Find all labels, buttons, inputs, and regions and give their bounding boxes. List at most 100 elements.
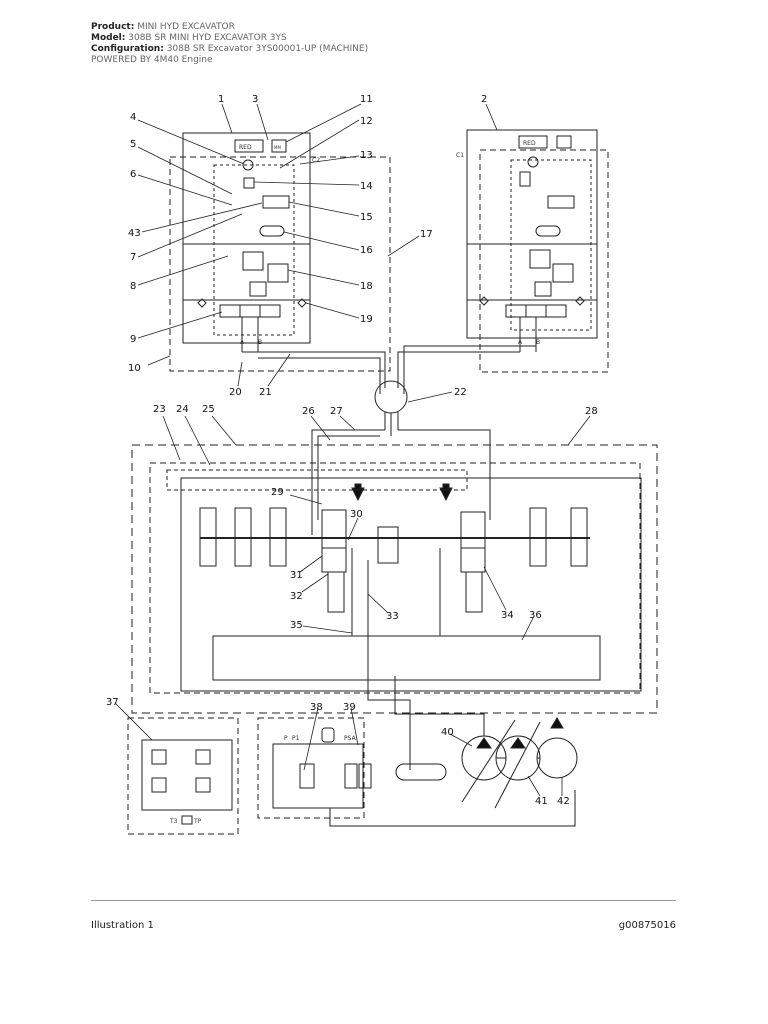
pump-40-variable-arrow xyxy=(461,719,516,803)
label-c2-left: C2 xyxy=(312,157,320,164)
valve-32-body xyxy=(327,571,345,613)
shuttle-valve-left xyxy=(262,195,290,209)
callout-11: 11 xyxy=(360,94,373,105)
label-t3: T3 xyxy=(169,818,178,825)
left-inner-dashed xyxy=(213,164,295,336)
callout-10: 10 xyxy=(128,363,141,374)
pump-supply-line xyxy=(394,676,485,736)
callout-22: 22 xyxy=(454,387,467,398)
line-21 xyxy=(258,357,381,394)
label-p: P xyxy=(284,735,288,742)
line-27 xyxy=(317,435,380,520)
return-line xyxy=(329,790,576,827)
callout-numbers: 1 2 3 4 5 6 7 8 9 10 11 12 13 14 15 16 1… xyxy=(106,94,598,807)
powered-row: POWERED BY 4M40 Engine xyxy=(91,55,368,66)
relief-valve-right xyxy=(534,281,552,297)
main-valve-area xyxy=(131,444,658,770)
right-motor-frame xyxy=(466,129,598,339)
brake-valve-right-b xyxy=(552,263,574,283)
callout-15: 15 xyxy=(360,212,373,223)
valve-39-spool-a xyxy=(344,763,358,789)
valve-38-spool xyxy=(299,763,315,789)
callout-33: 33 xyxy=(386,611,399,622)
configuration-row: Configuration: 308B SR Excavator 3YS0000… xyxy=(91,44,368,55)
pilot-port-box xyxy=(181,815,193,825)
spool-left-c xyxy=(259,304,281,318)
engine-42 xyxy=(536,737,578,779)
label-b-right: B xyxy=(536,339,540,346)
check-valve-left xyxy=(243,177,255,189)
callout-38: 38 xyxy=(310,702,323,713)
model-label: Model: xyxy=(91,33,126,43)
callout-41: 41 xyxy=(535,796,548,807)
valve-29-body xyxy=(321,509,347,549)
product-label: Product: xyxy=(91,22,135,32)
callout-26: 26 xyxy=(302,406,315,417)
orifice-right xyxy=(535,225,561,237)
configuration-label: Configuration: xyxy=(91,44,164,54)
label-p1: P1 xyxy=(292,735,300,742)
callout-21: 21 xyxy=(259,387,272,398)
callout-leaders xyxy=(114,103,591,797)
callout-24: 24 xyxy=(176,404,189,415)
dashed-boundary-39 xyxy=(257,717,365,819)
label-psa: PSA xyxy=(344,735,357,742)
arrow-down-right-stem xyxy=(442,483,450,491)
check-right-b xyxy=(575,296,585,306)
callout-6: 6 xyxy=(130,169,136,180)
center-block xyxy=(377,526,399,564)
label-tp: TP xyxy=(193,818,202,825)
valve-31-body xyxy=(321,547,347,573)
spool-left-a xyxy=(219,304,241,318)
engine-triangle xyxy=(550,717,564,729)
label-a-left: A xyxy=(240,339,245,346)
line-26 xyxy=(311,429,385,535)
product-value: MINI HYD EXCAVATOR xyxy=(137,22,235,32)
motor-symbol-right xyxy=(527,156,539,168)
callout-28: 28 xyxy=(585,406,598,417)
brake-valve-right-a xyxy=(529,249,551,269)
orifice-left xyxy=(259,225,285,237)
shuttle-valve-right xyxy=(547,195,575,209)
callout-13: 13 xyxy=(360,150,373,161)
spool-right-b xyxy=(525,304,547,318)
callout-42: 42 xyxy=(557,796,570,807)
swivel-lines xyxy=(242,345,536,535)
pilot-valve-37 xyxy=(127,717,239,835)
motor-symbol-left xyxy=(242,159,254,171)
brake-valve-left-a xyxy=(242,251,264,271)
pilot-spool-2 xyxy=(195,749,211,765)
label-mm-left: MM xyxy=(274,145,281,150)
illustration-caption: Illustration 1 xyxy=(91,920,154,931)
callout-5: 5 xyxy=(130,139,136,150)
spool-right-a xyxy=(505,304,527,318)
valve-right-body-2 xyxy=(460,547,486,573)
label-red-right: RED xyxy=(523,140,536,147)
line-right-b xyxy=(403,345,536,394)
red-box-left xyxy=(234,139,264,153)
product-row: Product: MINI HYD EXCAVATOR xyxy=(91,22,368,33)
valve-right-body xyxy=(460,511,486,549)
pilot-valve-body xyxy=(141,739,233,811)
model-row: Model: 308B SR MINI HYD EXCAVATOR 3YS xyxy=(91,33,368,44)
callout-30: 30 xyxy=(350,509,363,520)
pilot-spool-3 xyxy=(151,777,167,793)
right-dashed-boundary xyxy=(479,149,609,373)
callout-19: 19 xyxy=(360,314,373,325)
tank-36 xyxy=(212,635,601,681)
pilot-spool-4 xyxy=(195,777,211,793)
arrow-down-left-stem xyxy=(354,483,362,491)
configuration-value: 308B SR Excavator 3YS00001-UP (MACHINE) xyxy=(166,44,369,54)
valve-39-spool-b xyxy=(358,763,372,789)
accumulator xyxy=(395,763,447,781)
mm-box-right xyxy=(556,135,572,149)
callout-12: 12 xyxy=(360,116,373,127)
pump-group xyxy=(394,676,578,809)
callout-9: 9 xyxy=(130,334,136,345)
powered-by-text: POWERED BY 4M40 Engine xyxy=(91,55,213,65)
valve-38-handle xyxy=(321,727,335,743)
callout-8: 8 xyxy=(130,281,136,292)
footer-divider xyxy=(91,900,676,901)
callout-14: 14 xyxy=(360,181,373,192)
dashed-boundary-25 xyxy=(166,469,468,491)
